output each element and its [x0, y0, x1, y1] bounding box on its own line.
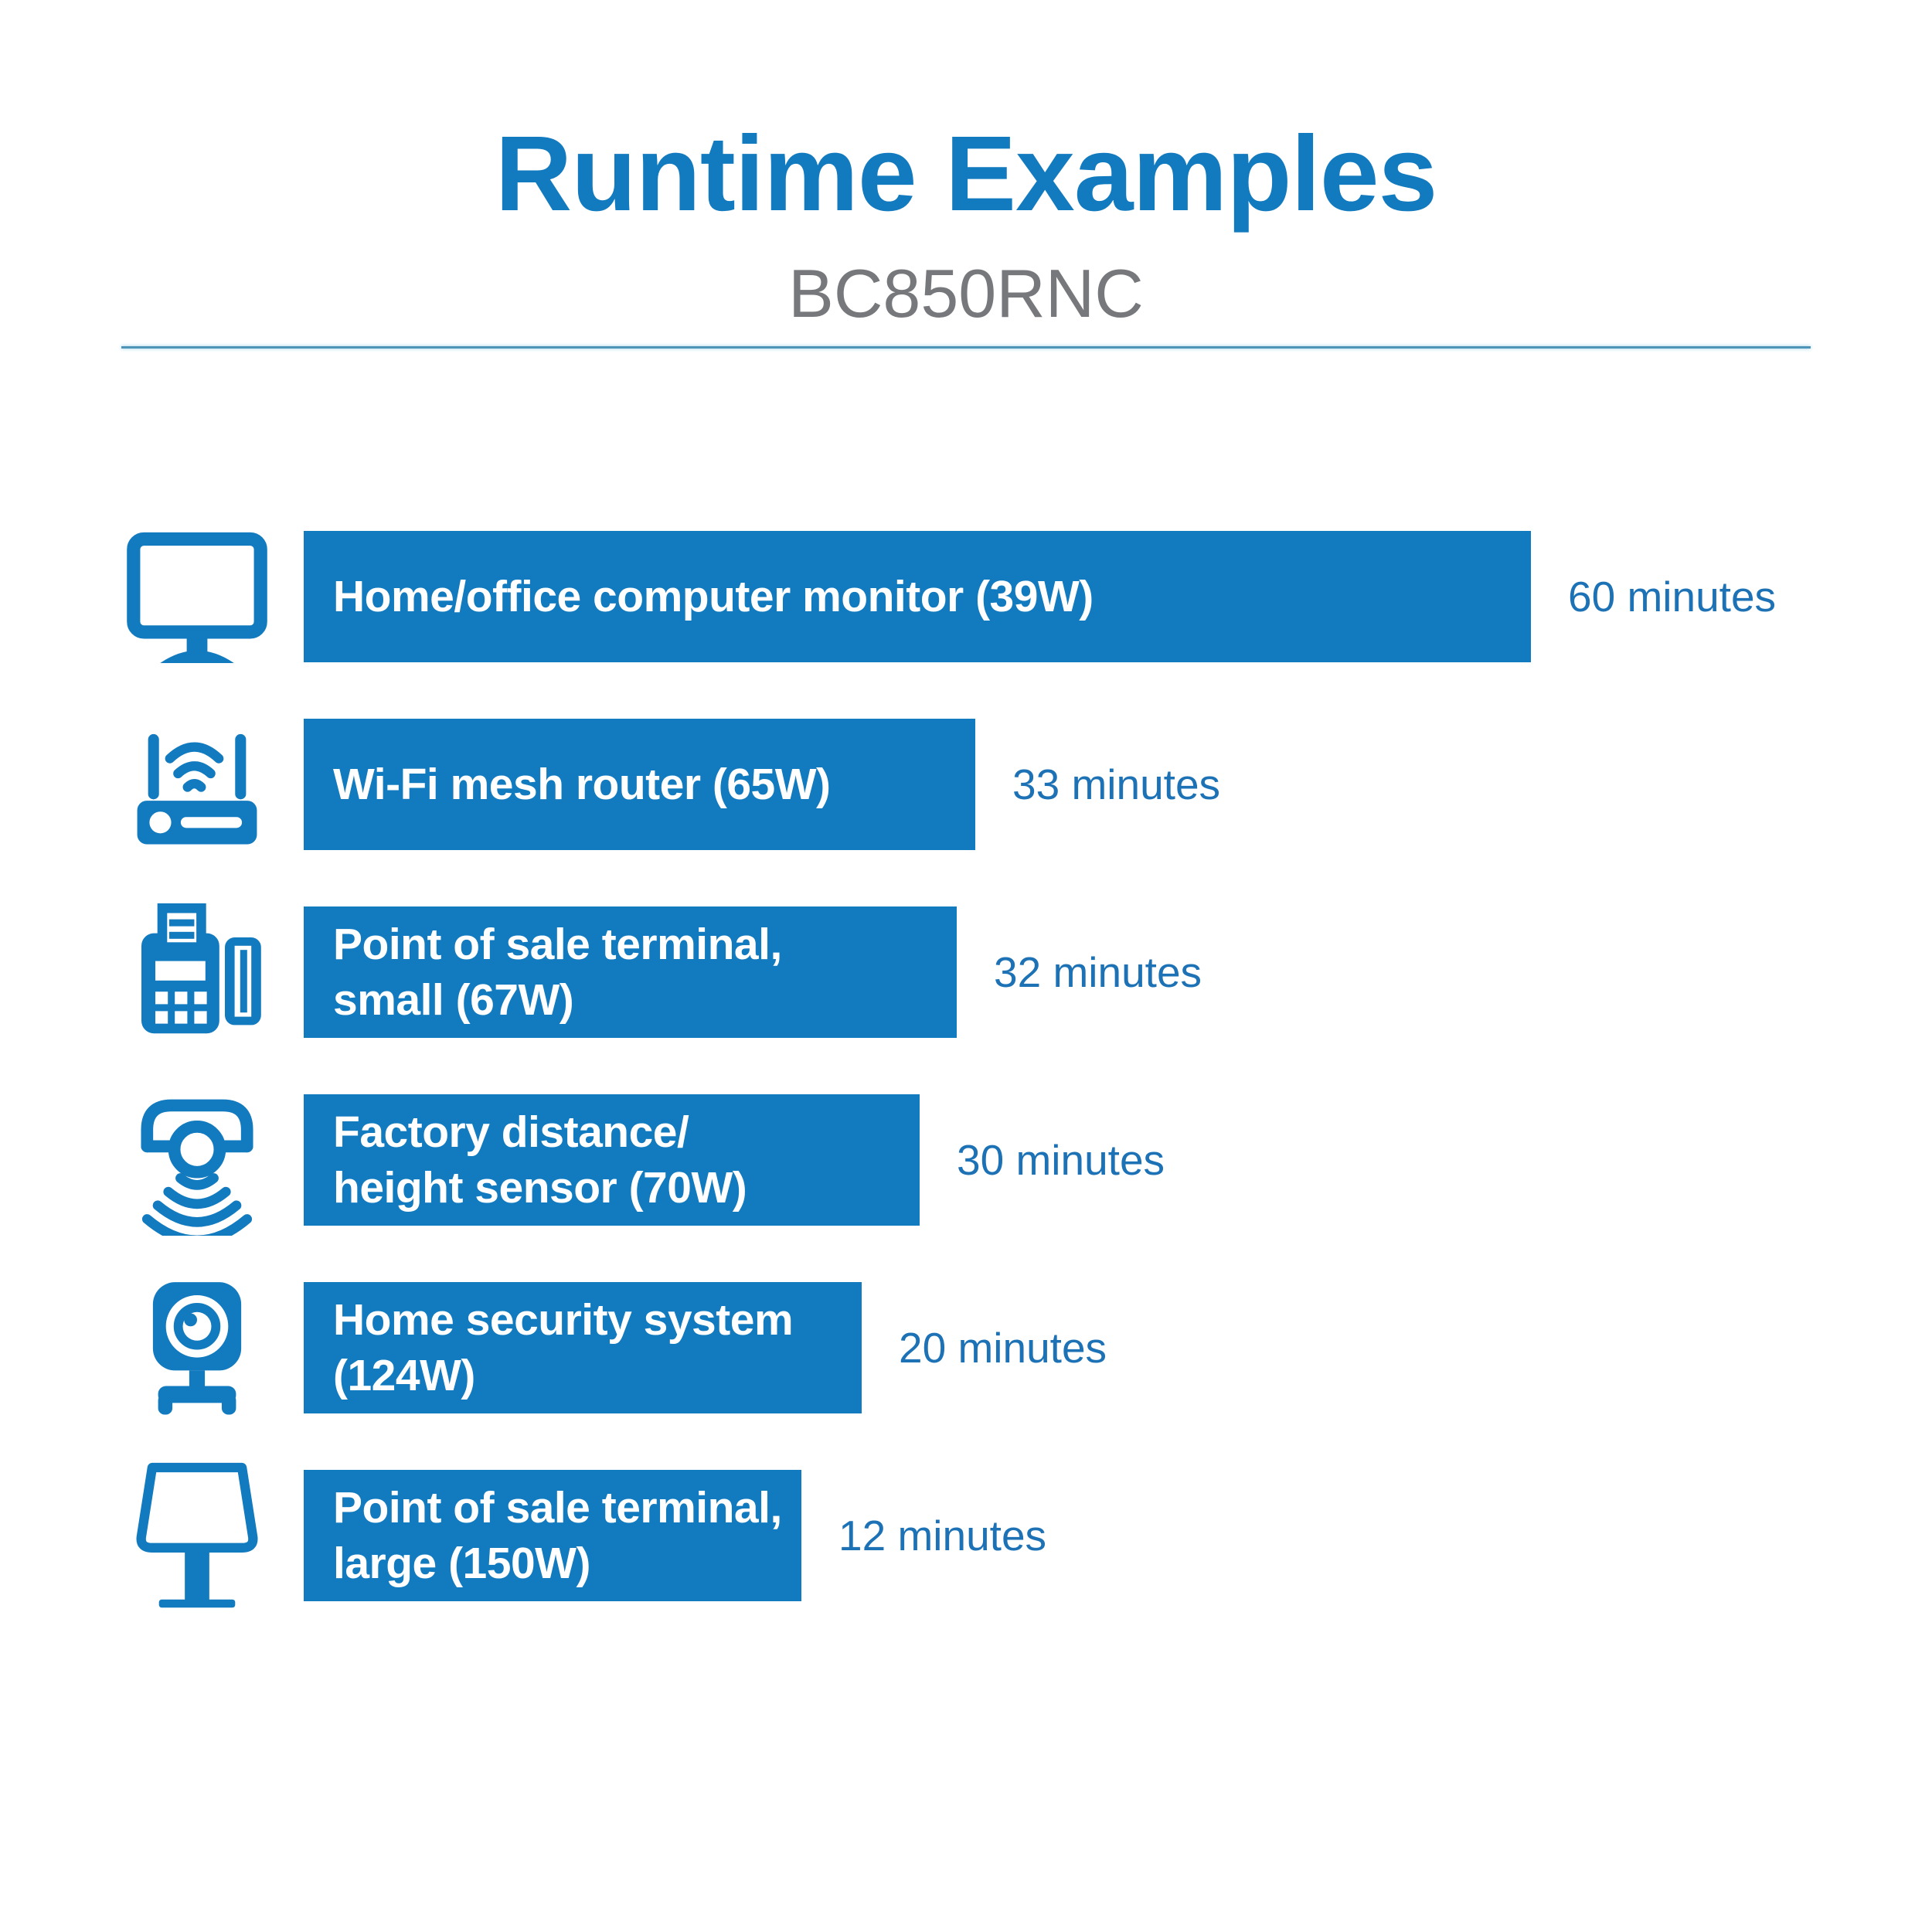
runtime-row-router: Wi-Fi mesh router (65W) 33 minutes: [0, 719, 1932, 850]
pos-terminal-small-icon: [114, 903, 280, 1038]
wifi-router-icon: [114, 719, 280, 850]
runtime-bar: Home security system (124W): [304, 1282, 862, 1413]
divider-line: [121, 346, 1811, 349]
runtime-value-label: 30 minutes: [957, 1136, 1165, 1184]
runtime-value-label: 32 minutes: [994, 948, 1202, 996]
device-label-line2: (124W): [333, 1351, 475, 1400]
runtime-row-sensor: Factory distance/ height sensor (70W) 30…: [0, 1094, 1932, 1236]
runtime-row-camera: Home security system (124W) 20 minutes: [0, 1282, 1932, 1415]
runtime-row-monitor: Home/office computer monitor (39W) 60 mi…: [0, 531, 1932, 663]
security-camera-icon: [114, 1282, 280, 1415]
runtime-bar: Point of sale terminal, small (67W): [304, 906, 957, 1038]
runtime-value-label: 60 minutes: [1568, 573, 1777, 621]
device-label-line1: Point of sale terminal,: [333, 1483, 782, 1532]
computer-monitor-icon: [114, 531, 280, 663]
runtime-value-label: 33 minutes: [1012, 760, 1221, 808]
device-label-line1: Home/office computer monitor (39W): [333, 572, 1094, 621]
page-title: Runtime Examples: [495, 114, 1438, 233]
runtime-row-pos-small: Point of sale terminal, small (67W) 32 m…: [0, 903, 1932, 1038]
device-label-line1: Wi-Fi mesh router (65W): [333, 760, 831, 809]
distance-sensor-icon: [114, 1094, 280, 1236]
device-label-line2: small (67W): [333, 975, 574, 1025]
page-subtitle: BC850RNC: [788, 255, 1144, 332]
runtime-bar: Wi-Fi mesh router (65W): [304, 719, 975, 850]
pos-terminal-large-icon: [114, 1462, 280, 1608]
runtime-row-pos-large: Point of sale terminal, large (150W) 12 …: [0, 1462, 1932, 1608]
device-label-line2: large (150W): [333, 1539, 590, 1588]
runtime-bar: Factory distance/ height sensor (70W): [304, 1094, 920, 1226]
device-label-line1: Factory distance/: [333, 1107, 689, 1157]
device-label-line1: Point of sale terminal,: [333, 920, 782, 969]
device-label-line2: height sensor (70W): [333, 1163, 747, 1213]
runtime-bar: Point of sale terminal, large (150W): [304, 1470, 801, 1601]
runtime-value-label: 12 minutes: [838, 1512, 1047, 1560]
runtime-value-label: 20 minutes: [899, 1324, 1107, 1372]
runtime-chart: Home/office computer monitor (39W) 60 mi…: [0, 531, 1932, 1608]
device-label-line1: Home security system: [333, 1295, 794, 1345]
runtime-bar: Home/office computer monitor (39W): [304, 531, 1531, 662]
